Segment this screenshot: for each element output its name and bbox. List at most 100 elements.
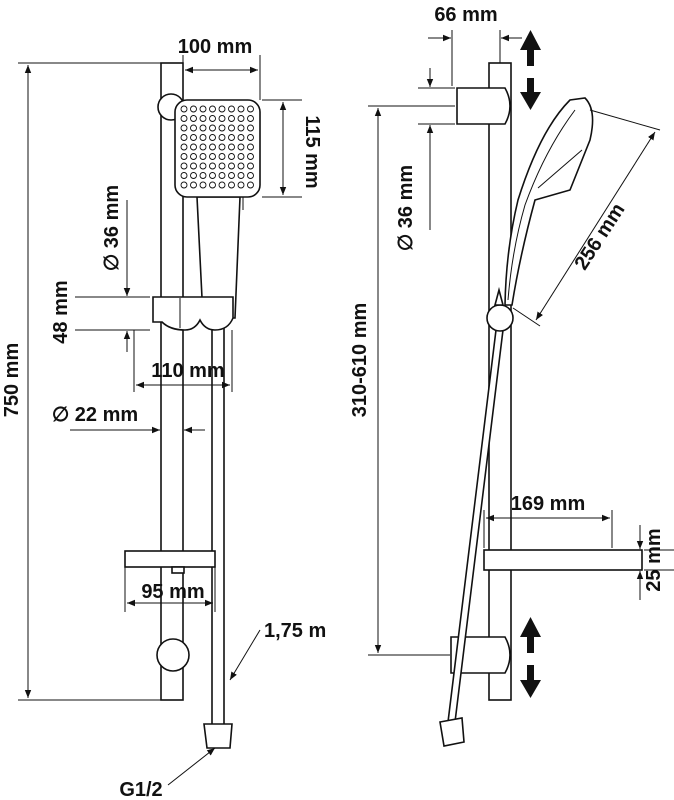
front-bottom-bracket — [156, 638, 190, 672]
nozzle — [190, 105, 197, 113]
nozzle — [247, 134, 254, 141]
side-bottom-bracket — [450, 636, 511, 674]
nozzle — [218, 153, 226, 160]
nozzle — [199, 143, 207, 151]
nozzle — [190, 124, 197, 132]
nozzle — [199, 181, 207, 189]
nozzle — [190, 115, 197, 122]
nozzle — [190, 172, 197, 179]
nozzle — [180, 181, 188, 189]
nozzle — [247, 162, 254, 170]
nozzle — [199, 162, 207, 170]
front-head-width-label: 100 mm — [178, 36, 253, 58]
nozzle — [180, 124, 188, 132]
nozzle — [180, 162, 188, 170]
side-handshower — [504, 97, 594, 306]
nozzle — [218, 162, 226, 170]
side-view: 66 mm ∅ 36 mm 310-610 mm 256 mm 169 mm 2… — [349, 4, 674, 747]
side-handshower-length-label: 256 mm — [570, 200, 629, 274]
side-bracket-diameter-label: ∅ 36 mm — [395, 165, 417, 251]
nozzle — [209, 143, 216, 151]
side-slider — [486, 304, 514, 332]
front-handshower-head — [174, 99, 261, 198]
nozzle — [199, 105, 207, 113]
nozzle — [247, 124, 254, 132]
nozzle — [180, 172, 188, 179]
nozzle — [190, 181, 197, 189]
connection-thread-label: G1/2 — [119, 779, 162, 800]
nozzle — [228, 162, 235, 170]
side-hose-connector — [439, 717, 465, 747]
nozzle — [228, 105, 235, 113]
nozzle — [180, 115, 188, 122]
front-holder-height-label: 48 mm — [50, 280, 72, 343]
nozzle — [218, 172, 226, 179]
nozzle — [209, 172, 216, 179]
nozzle — [237, 162, 245, 170]
nozzle — [237, 181, 245, 189]
nozzle — [180, 143, 188, 151]
front-holder-width-label: 110 mm — [151, 360, 224, 382]
nozzle — [199, 153, 207, 160]
nozzle — [228, 181, 235, 189]
front-total-height-label: 750 mm — [1, 343, 23, 418]
nozzle — [190, 143, 197, 151]
nozzle — [199, 124, 207, 132]
side-wall-spacing-label: 310-610 mm — [349, 303, 371, 418]
nozzle — [247, 172, 254, 179]
double-headed-vertical-arrow-bottom — [520, 617, 541, 698]
side-shelf-height-label: 25 mm — [643, 528, 665, 591]
front-shelf — [124, 550, 216, 568]
nozzle — [237, 124, 245, 132]
nozzle — [228, 153, 235, 160]
double-headed-vertical-arrow-top — [520, 30, 541, 110]
nozzle — [228, 143, 235, 151]
nozzle — [218, 105, 226, 113]
front-slider-holder — [152, 296, 234, 331]
front-holder-diameter-label: ∅ 36 mm — [101, 185, 123, 271]
nozzle — [247, 115, 254, 122]
nozzle — [247, 105, 254, 113]
nozzle — [209, 105, 216, 113]
nozzle — [209, 124, 216, 132]
nozzle — [218, 134, 226, 141]
nozzle — [247, 153, 254, 160]
nozzle — [228, 115, 235, 122]
front-view: 750 mm 100 mm 115 mm ∅ 36 mm 48 mm 110 m… — [1, 36, 326, 800]
nozzle — [209, 181, 216, 189]
nozzle — [218, 115, 226, 122]
front-shelf-width-label: 95 mm — [141, 581, 204, 603]
front-nozzle-grid — [180, 105, 254, 189]
nozzle — [228, 134, 235, 141]
nozzle — [209, 134, 216, 141]
nozzle — [190, 162, 197, 170]
nozzle — [228, 124, 235, 132]
front-head-height-label: 115 mm — [301, 115, 323, 188]
nozzle — [237, 134, 245, 141]
front-rail — [160, 62, 184, 701]
nozzle — [209, 162, 216, 170]
nozzle — [199, 172, 207, 179]
nozzle — [199, 134, 207, 141]
nozzle — [180, 153, 188, 160]
nozzle — [218, 124, 226, 132]
nozzle — [247, 143, 254, 151]
nozzle — [237, 153, 245, 160]
nozzle — [237, 143, 245, 151]
nozzle — [180, 105, 188, 113]
hose-length-label: 1,75 m — [264, 620, 326, 642]
nozzle — [190, 153, 197, 160]
front-rail-diameter-label: ∅ 22 mm — [52, 404, 138, 426]
nozzle — [199, 115, 207, 122]
nozzle — [247, 181, 254, 189]
side-shelf — [483, 549, 643, 571]
nozzle — [237, 105, 245, 113]
side-shelf-depth-label: 169 mm — [511, 493, 586, 515]
nozzle — [237, 115, 245, 122]
nozzle — [209, 153, 216, 160]
nozzle — [209, 115, 216, 122]
nozzle — [190, 134, 197, 141]
nozzle — [237, 172, 245, 179]
nozzle — [228, 172, 235, 179]
